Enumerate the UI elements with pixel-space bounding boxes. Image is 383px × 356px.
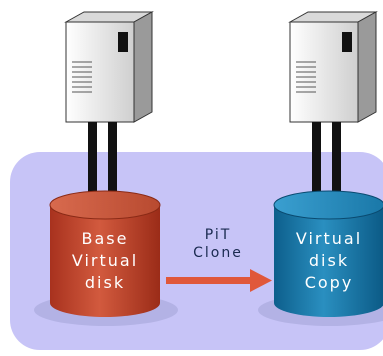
- base-disk-label-line: Base: [81, 229, 129, 248]
- copy-disk-label-line: Copy: [304, 273, 354, 292]
- server-right-icon: [288, 11, 378, 123]
- server-left-cables: [88, 122, 117, 204]
- clone-arrow-icon: [166, 269, 272, 292]
- copy-disk-label-line: Virtual: [295, 229, 363, 248]
- base-disk-cylinder: [34, 190, 178, 326]
- base-disk-label-line: Virtual: [71, 251, 139, 270]
- pit-clone-label-line: PiT: [204, 227, 232, 243]
- base-disk-label: Base Virtual disk: [50, 228, 160, 294]
- server-right-cables: [312, 122, 341, 204]
- copy-disk-label: Virtual disk Copy: [274, 228, 383, 294]
- pit-clone-label: PiT Clone: [178, 226, 258, 262]
- server-left-icon: [64, 11, 154, 123]
- pit-clone-label-line: Clone: [193, 245, 243, 261]
- base-disk-label-line: disk: [84, 273, 126, 292]
- copy-disk-cylinder: [258, 190, 383, 326]
- copy-disk-label-line: disk: [308, 251, 350, 270]
